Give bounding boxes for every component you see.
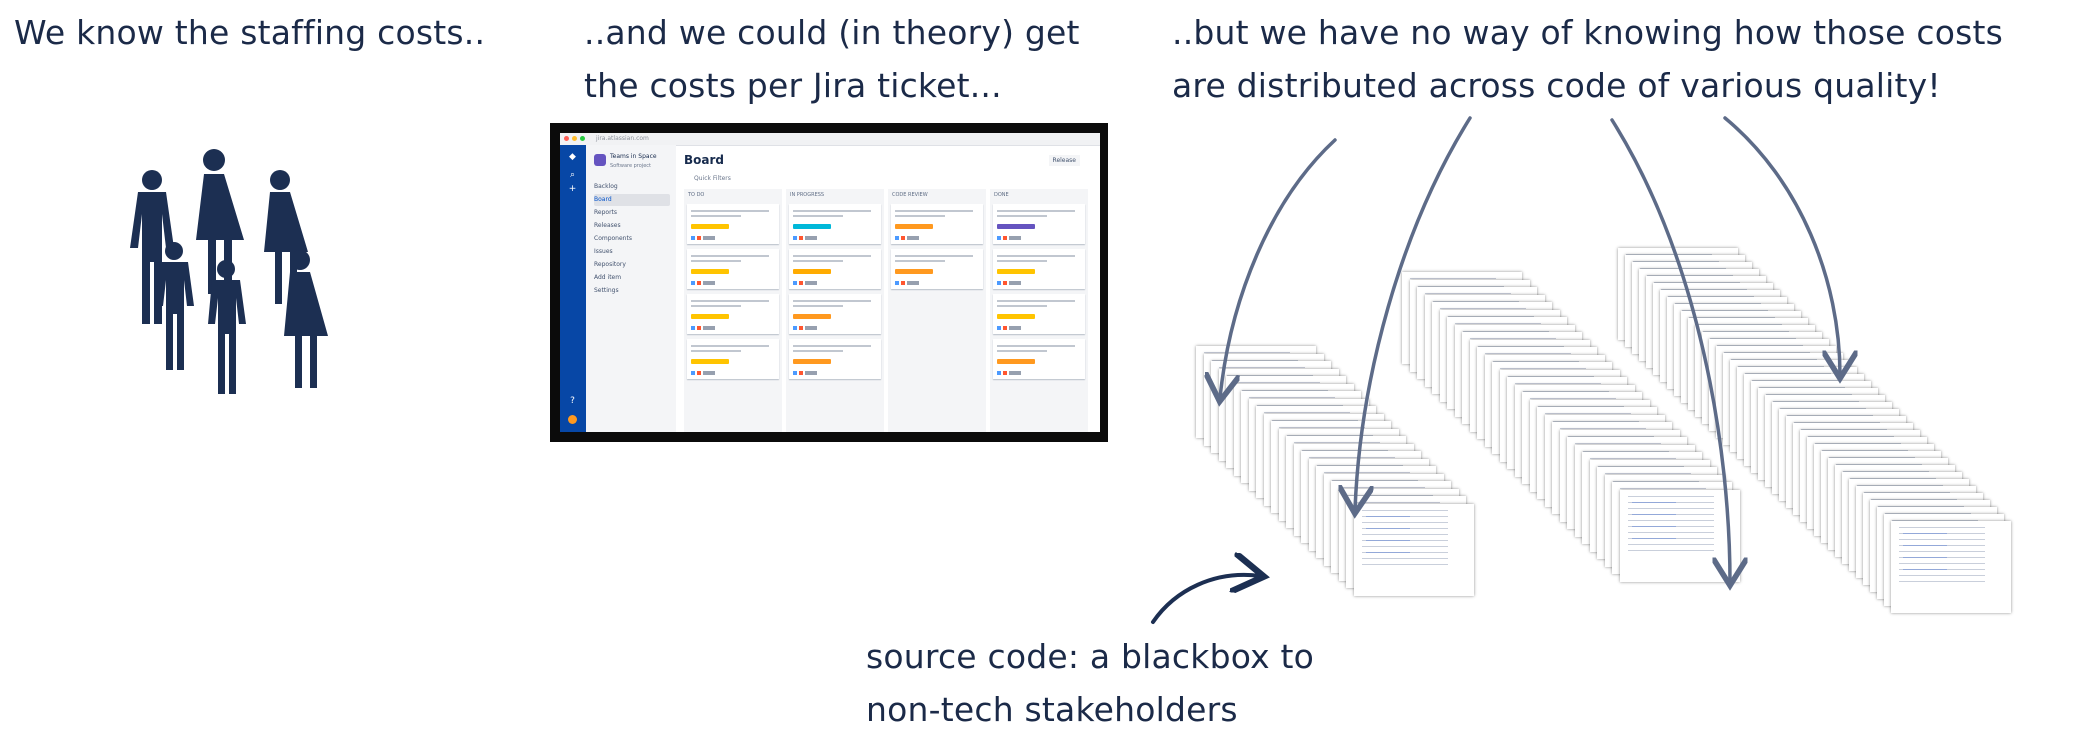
person-icon: [130, 170, 174, 324]
issue-card: [687, 249, 779, 289]
project-name: Teams in Space: [610, 153, 657, 160]
issue-card: [789, 339, 881, 379]
issue-card: [993, 339, 1085, 379]
column-title: DONE: [994, 192, 1009, 198]
person-icon: [156, 242, 194, 370]
person-icon: [284, 250, 328, 388]
jira-costs-caption: ..and we could (in theory) get the costs…: [584, 13, 1080, 105]
nav-item: Settings: [594, 287, 619, 294]
issue-card: [993, 204, 1085, 244]
issue-card: [789, 294, 881, 334]
issue-card: [687, 339, 779, 379]
browser-url-bar: jira.atlassian.com: [560, 133, 1100, 146]
board-column: IN PROGRESS: [786, 189, 884, 432]
arrow-to-stack-1-middle: [1355, 116, 1472, 510]
nav-item: Add item: [594, 274, 622, 281]
board-column: DONE: [990, 189, 1088, 432]
issue-card: [789, 204, 881, 244]
help-icon: ?: [570, 396, 575, 406]
board-column: CODE REVIEW: [888, 189, 986, 432]
column-title: IN PROGRESS: [790, 192, 825, 198]
nav-item: Components: [594, 235, 632, 242]
search-icon: ⌕: [569, 170, 576, 180]
issue-card: [993, 249, 1085, 289]
nav-item: Backlog: [594, 183, 618, 190]
avatar: [568, 415, 577, 424]
column-title: TO DO: [688, 192, 705, 198]
person-icon: [208, 260, 246, 394]
project-type: Software project: [610, 163, 651, 169]
source-code-blackbox-caption: source code: a blackbox to non-tech stak…: [866, 637, 1315, 729]
code-file-page: [1353, 503, 1474, 596]
nav-item: Reports: [594, 209, 618, 216]
issue-card: [687, 204, 779, 244]
release-button: Release: [1048, 155, 1080, 166]
board-column: TO DO: [684, 189, 782, 432]
nav-item: Issues: [594, 248, 613, 255]
arrow-to-stack-2: [1610, 118, 1730, 582]
jira-board-screenshot: jira.atlassian.com ◆ ⌕ + ? Teams in Spac…: [550, 123, 1108, 442]
arrow-to-stack-3: [1723, 116, 1840, 375]
nav-item: Releases: [594, 222, 621, 229]
staff-people-icon: [130, 149, 328, 394]
window-maximize-dot-icon: [580, 136, 585, 141]
arrow-to-source-code: [1151, 575, 1260, 624]
code-file-page: [1891, 521, 2011, 613]
issue-card: [891, 204, 983, 244]
jira-global-sidebar: ◆ ⌕ + ?: [560, 145, 586, 432]
window-minimize-dot-icon: [572, 136, 577, 141]
issue-card: [687, 294, 779, 334]
issue-card: [789, 249, 881, 289]
jira-window: jira.atlassian.com ◆ ⌕ + ? Teams in Spac…: [560, 133, 1100, 432]
jira-logo-icon: ◆: [569, 152, 576, 162]
staffing-costs-caption: We know the staffing costs..: [14, 13, 486, 52]
issue-card: [891, 249, 983, 289]
jira-board-area: Board Release Quick Filters TO DO IN PROG…: [680, 145, 1100, 432]
plus-icon: +: [568, 184, 577, 194]
nav-item: Board: [594, 194, 670, 206]
board-title: Board: [684, 153, 724, 167]
project-avatar-icon: [594, 154, 606, 166]
url-text: jira.atlassian.com: [596, 135, 649, 142]
quick-filters: Quick Filters: [694, 175, 731, 182]
nav-item: Repository: [594, 261, 626, 268]
window-close-dot-icon: [564, 136, 569, 141]
column-title: CODE REVIEW: [892, 192, 928, 198]
code-distribution-caption: ..but we have no way of knowing how thos…: [1172, 13, 2004, 105]
arrow-to-stack-1: [1220, 138, 1337, 398]
issue-card: [993, 294, 1085, 334]
